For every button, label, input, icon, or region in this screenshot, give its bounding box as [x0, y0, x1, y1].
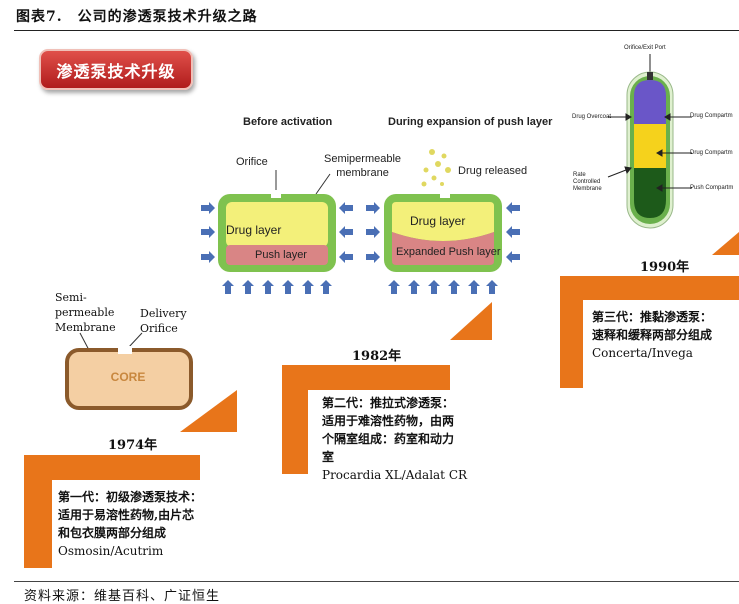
- gen3-ramp: [712, 232, 739, 255]
- before-activation-heading: Before activation: [243, 116, 333, 128]
- during-orifice: [440, 190, 450, 198]
- before-push-layer-label: Push layer: [255, 249, 307, 261]
- gen1-line1: 第一代：初级渗透泵技术：: [58, 490, 203, 504]
- gen2-line4: 室: [322, 450, 335, 464]
- source-note: 资料来源：维基百科、广证恒生: [24, 589, 221, 604]
- core-orifice: [118, 346, 132, 354]
- semipermeable-label: Semipermeable membrane: [324, 152, 401, 180]
- gen1-membrane-label: Semi- permeable Membrane: [55, 290, 116, 335]
- gen2-ramp: [450, 302, 492, 340]
- gen2-line3: 个隔室组成：药室和动力: [322, 432, 455, 446]
- delivery-label-line1: Delivery: [140, 307, 187, 320]
- orifice-label: Orifice: [236, 156, 268, 168]
- top-rule: [14, 30, 739, 31]
- gen1-ramp: [180, 390, 237, 432]
- gen1-step: [24, 455, 200, 480]
- bottom-rule: [14, 581, 739, 582]
- gen3-line2: 速释和缓释两部分组成: [592, 328, 713, 342]
- delivery-label-line2: Orifice: [140, 322, 178, 335]
- gen1-line2: 适用于易溶性药物,由片芯: [58, 508, 195, 522]
- drug-overcoat-label: Drug Overcoat: [572, 114, 612, 120]
- purple-drug-compartment: [634, 80, 666, 124]
- orifice-exit-label: Orifice/Exit Port: [624, 45, 666, 51]
- tech-upgrade-badge: 渗透泵技术升级: [39, 49, 193, 90]
- gen2-push-pull-diagram: [201, 149, 520, 294]
- during-expansion-heading: During expansion of push layer: [388, 116, 553, 128]
- gen2-description: 第二代：推拉式渗透泵： 适用于难溶性药物，由两 个隔室组成：药室和动力 室 Pr…: [322, 394, 467, 484]
- green-push-compartment: [634, 168, 666, 218]
- gen2-line2: 适用于难溶性药物，由两: [322, 414, 455, 428]
- gen2-line1: 第二代：推拉式渗透泵：: [322, 396, 455, 410]
- rate-line3: Membrane: [573, 186, 602, 192]
- semi-label-line3: Membrane: [55, 321, 116, 334]
- gen3-step-riser: [560, 276, 583, 388]
- gen2-step-riser: [282, 365, 308, 474]
- gen1-orifice-label: Delivery Orifice: [140, 306, 187, 336]
- gen3-description: 第三代：推黏渗透泵： 速释和缓释两部分组成 Concerta/Invega: [592, 308, 712, 362]
- before-orifice: [271, 190, 281, 198]
- gen1-core-diagram: [65, 332, 193, 410]
- gen3-year: 1990年: [640, 260, 690, 275]
- exit-port: [647, 72, 653, 80]
- rate-membrane-label: Rate Controlled Membrane: [573, 172, 602, 193]
- before-drug-layer: [226, 202, 328, 247]
- rate-line2: Controlled: [573, 179, 601, 185]
- semi-label-line1: Semi-: [55, 291, 87, 304]
- expanded-push-layer-label: Expanded Push layer: [396, 246, 501, 258]
- semipermeable-line1: Semipermeable: [324, 153, 402, 165]
- figure-title: 图表7. 公司的渗透泵技术升级之路: [16, 9, 258, 25]
- semi-label-line2: permeable: [55, 306, 115, 319]
- gen2-products: Procardia XL/Adalat CR: [322, 468, 468, 482]
- gen3-products: Concerta/Invega: [592, 346, 693, 360]
- drug-compartment-2-label: Drug Compartm: [690, 150, 733, 156]
- during-drug-layer-label: Drug layer: [410, 214, 466, 228]
- gen1-products: Osmosin/Acutrim: [58, 544, 164, 558]
- gen3-step: [560, 276, 739, 300]
- yellow-drug-compartment: [634, 124, 666, 168]
- before-push-layer: [226, 245, 328, 265]
- gen1-step-riser: [24, 455, 52, 568]
- gen3-capsule-diagram: [607, 54, 692, 229]
- gen1-description: 第一代：初级渗透泵技术： 适用于易溶性药物,由片芯 和包衣膜两部分组成 Osmo…: [58, 488, 202, 560]
- gen2-year: 1982年: [352, 349, 402, 364]
- rate-line1: Rate: [573, 172, 586, 178]
- push-compartment-label: Push Compartm: [690, 185, 734, 191]
- before-drug-layer-label: Drug layer: [226, 223, 282, 237]
- gen3-line1: 第三代：推黏渗透泵：: [592, 310, 713, 324]
- drug-compartment-1-label: Drug Compartm: [690, 113, 733, 119]
- gen1-year: 1974年: [108, 438, 158, 453]
- drug-released-dots: [421, 149, 451, 187]
- during-drug-layer: [392, 202, 494, 241]
- core-label: CORE: [110, 370, 146, 384]
- gen2-step: [282, 365, 450, 390]
- drug-released-label: Drug released: [458, 165, 528, 177]
- semipermeable-line2: membrane: [336, 167, 389, 179]
- during-push-layer: [392, 232, 494, 265]
- gen1-line3: 和包衣膜两部分组成: [58, 526, 167, 540]
